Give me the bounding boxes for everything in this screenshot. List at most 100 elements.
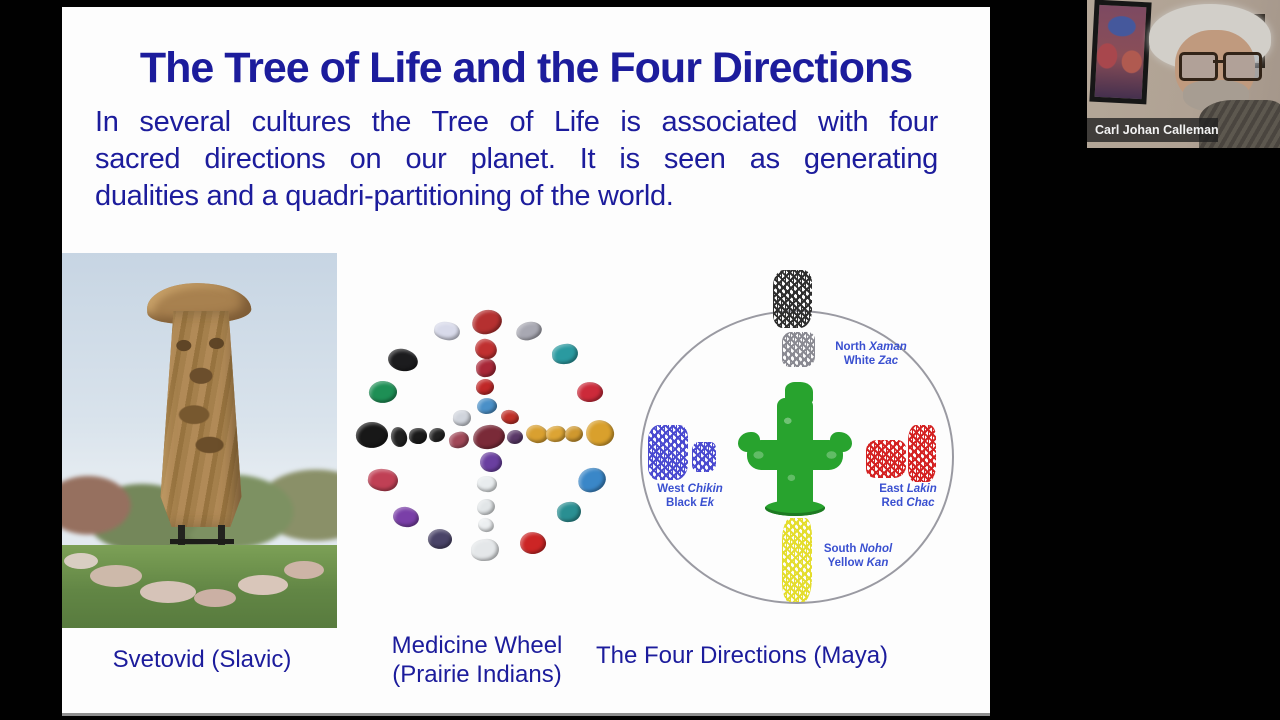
- glasses-icon: [1223, 52, 1262, 81]
- stone: [564, 425, 584, 443]
- label-text: Nohol: [859, 543, 893, 555]
- wall-painting: [1089, 0, 1152, 105]
- stone: [470, 308, 504, 336]
- caption-medicine-wheel-line2: (Prairie Indians): [392, 661, 562, 688]
- stone: [368, 379, 398, 405]
- rock: [64, 553, 98, 569]
- glyph-texture: [773, 270, 812, 328]
- label-text: Xaman: [869, 341, 907, 353]
- rock: [238, 575, 288, 595]
- label-text: Zac: [878, 355, 899, 367]
- tree-cross-icon: [747, 440, 843, 470]
- rock: [90, 565, 142, 587]
- stone: [556, 500, 582, 524]
- north-glyph-icon: [773, 270, 812, 328]
- stone: [506, 429, 524, 445]
- stone: [366, 466, 400, 494]
- stone: [514, 319, 544, 343]
- glyph-texture: [648, 425, 688, 480]
- slide-body-text: In several cultures the Tree of Life is …: [95, 104, 938, 215]
- caption-medicine-wheel: Medicine Wheel (Prairie Indians): [322, 631, 632, 689]
- body-line-3: dualities and a quadri-partitioning of t…: [95, 180, 674, 212]
- stone: [478, 450, 504, 474]
- stone: [392, 505, 420, 529]
- stone: [447, 430, 471, 450]
- west-glyph2-icon: [692, 442, 716, 472]
- label-text: Ek: [699, 497, 714, 509]
- statue-leg: [218, 525, 225, 545]
- label-text: South: [823, 543, 857, 555]
- stone: [386, 347, 420, 373]
- rock: [194, 589, 236, 607]
- west-glyph-icon: [648, 425, 688, 480]
- caption-medicine-wheel-line1: Medicine Wheel: [391, 632, 563, 659]
- stone: [475, 396, 499, 416]
- caption-maya: The Four Directions (Maya): [595, 642, 889, 669]
- label-text: Lakin: [906, 483, 937, 495]
- east-glyph2-icon: [908, 425, 936, 482]
- statue-carving: [160, 311, 242, 527]
- participant-video-tile[interactable]: Carl Johan Calleman: [1087, 0, 1280, 148]
- stone: [473, 337, 499, 361]
- glyph-texture: [692, 442, 716, 472]
- stone: [389, 425, 409, 449]
- label-text: Red: [881, 497, 904, 509]
- east-glyph-icon: [866, 440, 906, 478]
- svetovid-photo: [62, 253, 337, 628]
- body-line-1: In several cultures the Tree of Life is …: [95, 106, 938, 138]
- label-west: West Chikin Black Ek: [642, 482, 738, 510]
- glasses-bridge: [1213, 60, 1223, 63]
- label-north: North Xaman White Zac: [812, 340, 930, 368]
- stone: [452, 409, 472, 427]
- glasses-icon: [1179, 52, 1218, 81]
- stone: [475, 358, 497, 378]
- stone: [545, 425, 567, 443]
- stone: [426, 527, 454, 551]
- label-text: Chac: [906, 497, 935, 509]
- label-south: South Nohol Yellow Kan: [808, 542, 908, 570]
- label-text: East: [879, 483, 904, 495]
- rock: [140, 581, 196, 603]
- stone: [428, 427, 446, 443]
- north-glyph2-icon: [782, 332, 815, 367]
- label-east: East Lakin Red Chac: [860, 482, 956, 510]
- label-text: Black: [666, 497, 697, 509]
- label-text: Chikin: [687, 483, 723, 495]
- label-text: West: [657, 483, 685, 495]
- stone: [518, 530, 548, 556]
- stone: [475, 474, 499, 494]
- stone: [472, 423, 506, 451]
- statue-stand: [170, 539, 234, 544]
- label-text: Yellow: [827, 557, 864, 569]
- rock: [284, 561, 324, 579]
- label-text: North: [835, 341, 866, 353]
- statue-leg: [178, 525, 185, 545]
- stone: [432, 319, 462, 343]
- label-text: White: [843, 355, 876, 367]
- stone: [584, 418, 616, 448]
- glyph-texture: [782, 518, 812, 602]
- south-glyph-icon: [782, 518, 812, 602]
- stone: [500, 408, 520, 426]
- stone: [575, 380, 605, 404]
- stone: [551, 342, 579, 366]
- grass-foreground: [62, 545, 337, 628]
- stone: [476, 498, 496, 516]
- stone: [408, 427, 428, 445]
- glyph-texture: [782, 332, 815, 367]
- glyph-texture: [908, 425, 936, 482]
- participant-name-label: Carl Johan Calleman: [1087, 118, 1219, 142]
- stone: [470, 538, 500, 562]
- body-line-2: sacred directions on our planet. It is s…: [95, 143, 938, 175]
- glyph-texture: [866, 440, 906, 478]
- presentation-slide: The Tree of Life and the Four Directions…: [62, 7, 990, 716]
- stone: [477, 517, 495, 533]
- slide-title: The Tree of Life and the Four Directions: [139, 44, 913, 92]
- stone: [354, 420, 390, 450]
- caption-svetovid: Svetovid (Slavic): [112, 646, 292, 673]
- stone: [475, 378, 495, 396]
- label-text: Kan: [866, 557, 889, 569]
- maya-four-directions-image: North Xaman White Zac West Chikin Black …: [640, 270, 992, 622]
- medicine-wheel-image: [342, 283, 644, 615]
